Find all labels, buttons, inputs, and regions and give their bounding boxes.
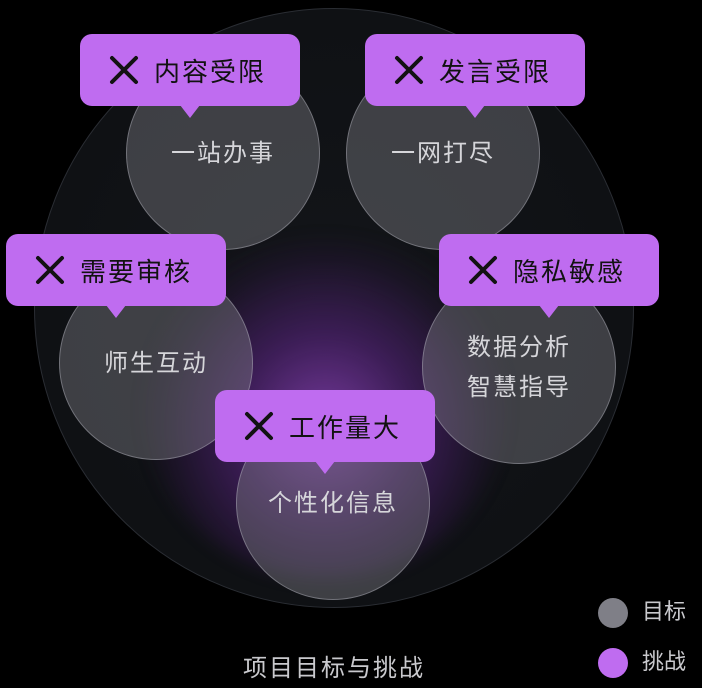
challenge-label: 工作量大 [289, 413, 402, 444]
cross-icon [108, 54, 140, 86]
cross-icon [393, 54, 425, 86]
cross-icon [34, 254, 66, 286]
cross-icon [467, 254, 499, 286]
goal-label: 一网打尽 [391, 139, 495, 167]
legend-swatch-goal [598, 598, 628, 628]
legend-swatch-challenge [598, 648, 628, 678]
challenge-label: 隐私敏感 [513, 257, 626, 288]
goal-label: 个性化信息 [268, 489, 398, 517]
challenge-tag-speech-limited: 发言受限 [365, 34, 585, 118]
diagram-caption: 项目目标与挑战 [243, 654, 425, 682]
challenge-label: 需要审核 [80, 257, 193, 288]
legend-label: 目标 [642, 600, 687, 625]
cross-icon [243, 410, 275, 442]
challenge-tag-heavy-workload: 工作量大 [215, 390, 435, 474]
challenge-label: 发言受限 [439, 57, 552, 88]
challenge-tag-content-limited: 内容受限 [80, 34, 300, 118]
challenge-tag-privacy: 隐私敏感 [439, 234, 659, 318]
challenge-tag-needs-review: 需要审核 [6, 234, 226, 318]
goal-label: 一站办事 [171, 139, 275, 167]
challenge-label: 内容受限 [154, 57, 267, 88]
legend-label: 挑战 [642, 650, 687, 675]
goal-label: 师生互动 [104, 349, 208, 377]
goal-label: 数据分析 智慧指导 [467, 333, 571, 401]
